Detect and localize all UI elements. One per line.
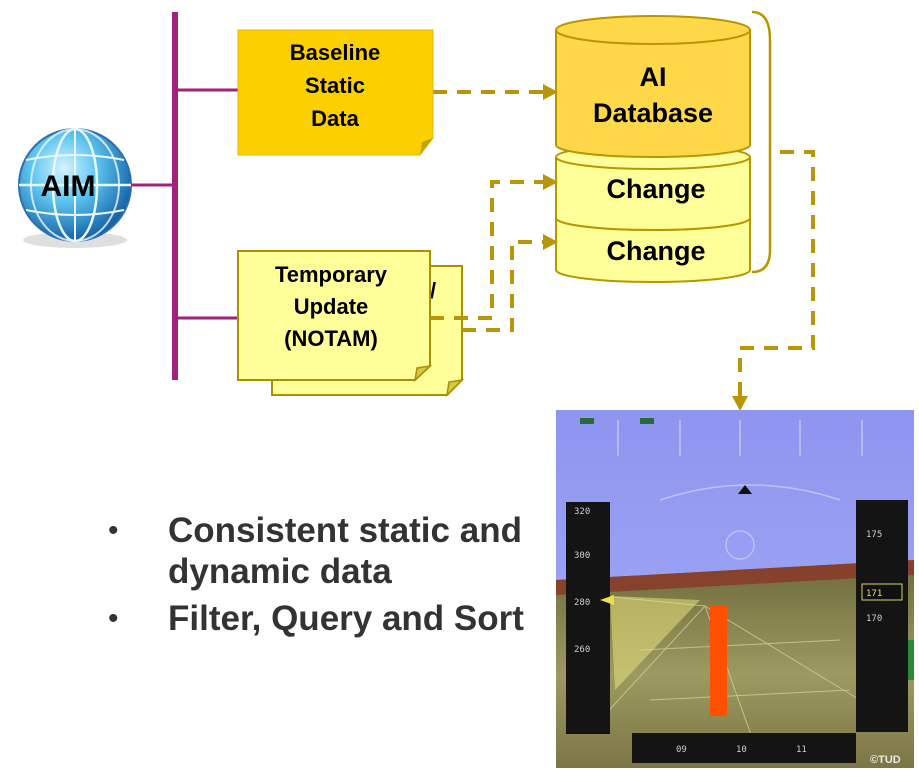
baseline-line-3: Data <box>311 106 359 131</box>
bus-connectors <box>131 88 238 320</box>
speed-tick-4: 260 <box>574 645 590 655</box>
heading-tick-3: 11 <box>796 745 807 755</box>
ai-database-cylinder <box>555 15 751 283</box>
heading-tick-2: 10 <box>736 745 747 755</box>
database-line-1: AI <box>640 62 667 92</box>
bullet-text: Consistent static and dynamic data <box>168 511 522 591</box>
change-label-1: Change <box>606 174 705 204</box>
notam-line-2: Update <box>294 294 369 319</box>
runway-highlight-bar <box>710 606 727 716</box>
notam-line-1: Temporary <box>275 262 388 287</box>
speed-tick-3: 280 <box>574 598 590 608</box>
speed-tick-1: 320 <box>574 507 590 517</box>
speed-tick-2: 300 <box>574 551 590 561</box>
aim-label: AIM <box>41 170 96 203</box>
alt-tick-1: 175 <box>866 530 882 540</box>
baseline-line-2: Static <box>305 73 365 98</box>
dashed-connectors <box>430 90 815 398</box>
change-label-2: Change <box>606 236 705 266</box>
alt-tick-3: 170 <box>866 614 882 624</box>
bullet-item: • Filter, Query and Sort <box>108 598 528 639</box>
arrowheads <box>543 84 748 411</box>
bullet-dot: • <box>108 514 119 547</box>
primary-flight-display-image: 320 300 280 260 175 171 170 09 10 11 ©TU… <box>556 410 914 768</box>
heading-tick-1: 09 <box>676 745 687 755</box>
notam-note-front <box>237 250 433 383</box>
alt-tick-2: 171 <box>866 589 882 599</box>
display-watermark: ©TUD <box>870 754 901 766</box>
database-brace <box>751 10 772 274</box>
baseline-line-1: Baseline <box>290 40 381 65</box>
bullet-item: • Consistent static and dynamic data <box>108 510 528 592</box>
feature-bullet-list: • Consistent static and dynamic data • Fil… <box>108 510 528 645</box>
bullet-text: Filter, Query and Sort <box>168 599 524 638</box>
database-line-2: Database <box>593 98 713 128</box>
aim-globe-icon <box>18 127 132 248</box>
notam-line-3: (NOTAM) <box>284 326 378 351</box>
baseline-static-data-box <box>237 29 434 156</box>
bullet-dot: • <box>108 602 119 635</box>
svg-text:/: / <box>430 278 436 303</box>
